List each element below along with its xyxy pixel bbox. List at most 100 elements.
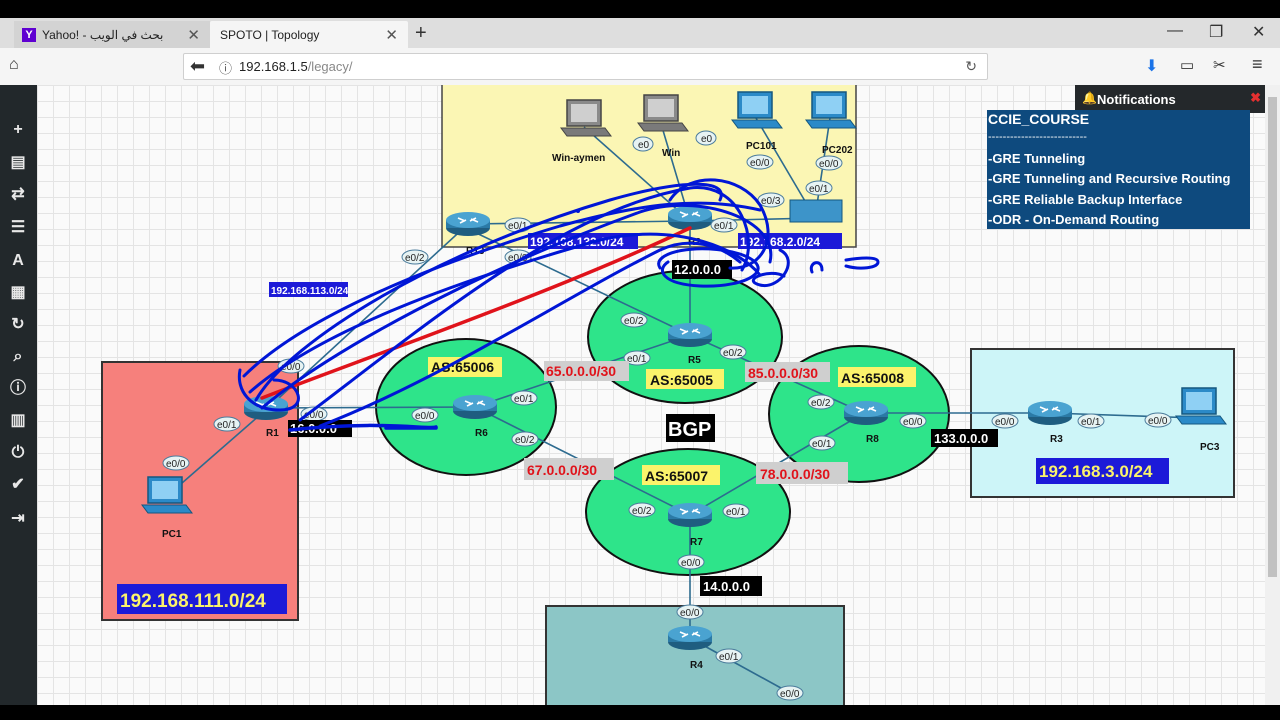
svg-text:e0/1: e0/1: [809, 184, 829, 195]
router-icon[interactable]: [1027, 400, 1073, 426]
vertical-scrollbar[interactable]: [1265, 85, 1280, 705]
svg-text:e0/2: e0/2: [632, 506, 652, 517]
net-label: 192.168.2.0/24: [740, 235, 820, 249]
router-icon[interactable]: [843, 400, 889, 426]
device-label: R7: [690, 537, 703, 548]
course-item: -ODR - On-Demand Routing: [988, 212, 1160, 227]
reader-view-icon[interactable]: ▭: [1180, 57, 1195, 74]
restore-icon[interactable]: ❐: [1209, 24, 1224, 41]
iface-label: e0/0: [676, 604, 704, 620]
nodes-icon[interactable]: ▤: [10, 154, 26, 171]
svg-text:e0/1: e0/1: [714, 221, 734, 232]
left-toolbar: + ▤ ⇄ ☰ A ▦ ↻ ⌕ ⓘ ▥ ⏻ ✔ ⇥: [0, 85, 37, 705]
svg-text:e0/0: e0/0: [281, 362, 301, 373]
net-label-bg: [672, 260, 732, 279]
device-label: PC101: [746, 141, 777, 152]
info-icon[interactable]: ⓘ: [219, 61, 233, 76]
list-icon[interactable]: ☰: [10, 219, 26, 236]
as-label: AS:65008: [841, 370, 904, 386]
reload-icon[interactable]: ↻: [965, 58, 977, 74]
text-icon[interactable]: A: [12, 252, 24, 269]
iface-label: e0/0: [815, 155, 843, 171]
svg-text:e0/2: e0/2: [515, 435, 535, 446]
iface-label: e0/0: [677, 554, 705, 570]
device-label: R4: [690, 660, 703, 671]
svg-text:e0/2: e0/2: [723, 348, 743, 359]
net-label: 65.0.0.0/30: [546, 363, 616, 379]
iface-label: e0/1: [623, 350, 651, 366]
net-label-bg: [931, 429, 998, 447]
svg-text:e0/0: e0/0: [508, 253, 528, 264]
svg-text:e0/2: e0/2: [624, 316, 644, 327]
router-icon[interactable]: [667, 625, 713, 651]
topology-diagram: Win-aymen Win PC101 PC202 R13 R2 R5 R6 R…: [101, 85, 1235, 705]
zoom-icon[interactable]: ⌕: [13, 348, 23, 365]
lan-label-bg: [1036, 458, 1169, 484]
iface-label: e0/0: [1144, 412, 1172, 428]
course-divider: ---------------------------: [988, 131, 1087, 143]
close-icon[interactable]: ✕: [385, 27, 398, 44]
iface-label: e0/2: [401, 249, 429, 265]
as-label-bg: [642, 465, 720, 485]
course-item: -GRE Reliable Backup Interface: [988, 192, 1183, 207]
screenshot-icon[interactable]: ✂: [1213, 57, 1226, 74]
window-close-icon[interactable]: ✕: [1252, 24, 1266, 41]
as-label-bg: [428, 357, 502, 377]
refresh-icon[interactable]: ↻: [11, 316, 25, 333]
close-icon[interactable]: ✕: [187, 27, 200, 44]
add-icon[interactable]: +: [13, 121, 23, 138]
back-icon[interactable]: ⬅: [190, 56, 206, 76]
router-icon[interactable]: [445, 211, 491, 237]
check-icon[interactable]: ✔: [11, 476, 25, 493]
net-label-bg: [544, 361, 629, 381]
logout-icon[interactable]: ⇥: [11, 510, 25, 527]
iface-label: e0/1: [710, 217, 738, 233]
nav-bar: ⌂ ⬅ ⓘ 192.168.1.5/legacy/ ↻ ⬇ ▭ ✂ ≡: [0, 48, 1280, 86]
svg-text:e0/1: e0/1: [726, 507, 746, 518]
home-icon[interactable]: ⌂: [9, 56, 19, 73]
menu-icon[interactable]: ≡: [1252, 54, 1263, 74]
router-icon[interactable]: [667, 502, 713, 528]
scrollbar-thumb[interactable]: [1268, 97, 1277, 577]
power-icon[interactable]: ⏻: [11, 444, 25, 461]
switch-icon[interactable]: [789, 199, 843, 223]
yahoo-icon: Y: [22, 27, 36, 42]
address-bar[interactable]: ⬅ ⓘ 192.168.1.5/legacy/ ↻: [183, 53, 988, 80]
iface-label: e0/2: [620, 312, 648, 328]
new-tab-icon[interactable]: +: [415, 22, 427, 44]
svg-text:e0/0: e0/0: [166, 459, 186, 470]
iface-label: e0/1: [1077, 413, 1105, 429]
net-label: 14.0.0.0: [703, 579, 750, 594]
device-label: PC3: [1200, 442, 1220, 453]
iface-label: e0/0: [746, 154, 774, 170]
router-icon[interactable]: [667, 322, 713, 348]
iface-label: e0: [695, 130, 717, 146]
tab-yahoo[interactable]: Y Yahoo! - بحث في الويب ✕: [14, 21, 210, 48]
svg-text:e0/0: e0/0: [304, 410, 324, 421]
tab-spoto[interactable]: SPOTO | Topology ✕: [210, 21, 408, 48]
url-text[interactable]: 192.168.1.5/legacy/: [239, 59, 353, 74]
device-label: PC202: [822, 145, 853, 156]
download-icon[interactable]: ⬇: [1145, 58, 1159, 75]
iface-label: e0/1: [510, 390, 538, 406]
svg-text:e0/1: e0/1: [1081, 417, 1101, 428]
svg-text:e0/1: e0/1: [812, 439, 832, 450]
iface-label: e0/2: [628, 502, 656, 518]
minimize-icon[interactable]: —: [1167, 22, 1183, 39]
net-label-bg: [745, 362, 830, 382]
close-icon[interactable]: ✖: [1250, 90, 1261, 105]
connections-icon[interactable]: ⇄: [11, 186, 25, 203]
bgp-label: BGP: [668, 419, 711, 441]
iface-label: e0/0: [899, 413, 927, 429]
iface-label: e0/2: [719, 344, 747, 360]
net-label: 12.0.0.0: [674, 262, 721, 277]
notes-icon[interactable]: ▥: [10, 412, 26, 429]
notifications-panel[interactable]: 🔔 Notifications ✖: [1075, 85, 1267, 113]
grid-icon[interactable]: ▦: [10, 284, 26, 301]
iface-label: e0/2: [511, 431, 539, 447]
info-icon[interactable]: ⓘ: [9, 380, 26, 397]
svg-text:e0/0: e0/0: [415, 411, 435, 422]
router-icon[interactable]: [452, 394, 498, 420]
lan-label: 192.168.3.0/24: [1039, 462, 1153, 481]
tab-label: SPOTO | Topology: [220, 27, 320, 42]
